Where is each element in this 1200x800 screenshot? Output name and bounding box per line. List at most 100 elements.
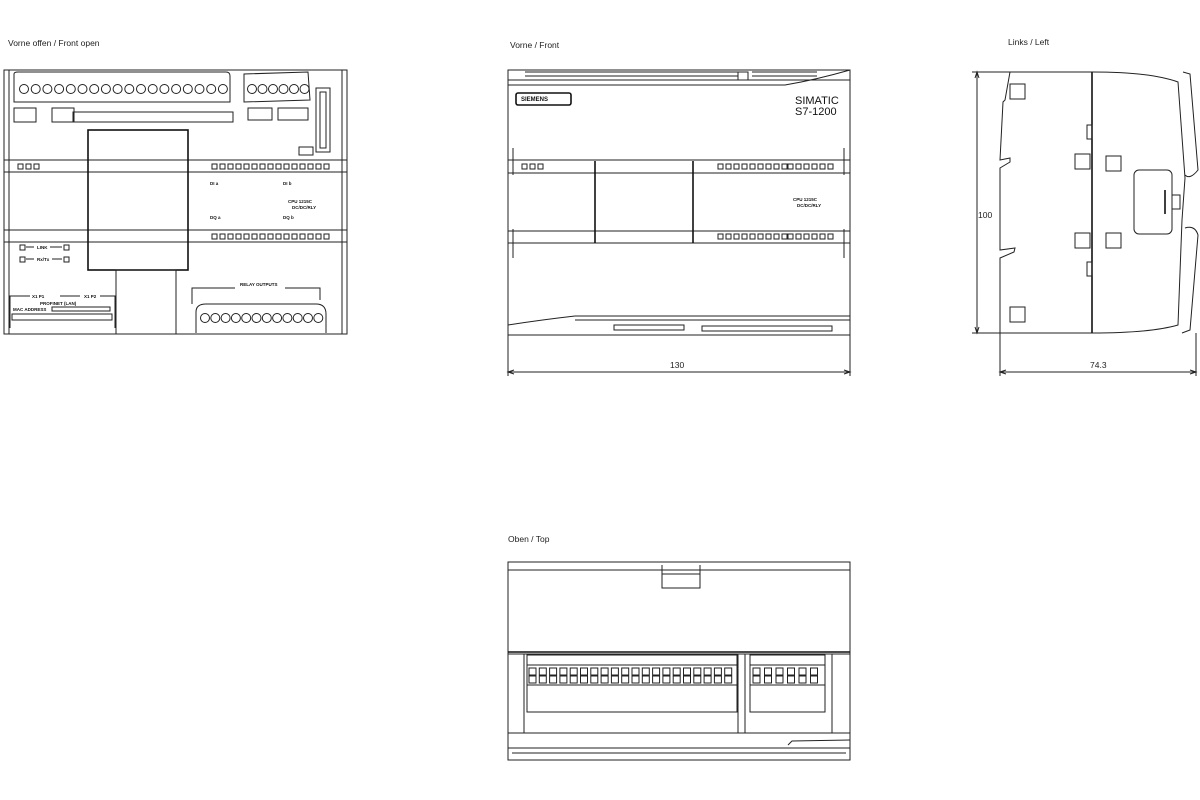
terminal-opening — [683, 675, 691, 684]
terminal-opening — [528, 675, 537, 684]
status-led — [827, 233, 834, 240]
status-led — [803, 233, 810, 240]
terminal-screw — [182, 84, 193, 94]
terminal-opening — [787, 667, 795, 676]
status-led — [323, 233, 330, 240]
status-led — [717, 233, 724, 240]
top-terminal-block-right — [243, 71, 311, 103]
status-led — [795, 163, 802, 170]
terminal-screw — [65, 84, 76, 94]
terminal-screw — [230, 313, 241, 323]
status-led — [811, 163, 818, 170]
status-led — [211, 233, 218, 240]
brand-s7-1200: S7-1200 — [795, 106, 837, 118]
terminal-screw — [147, 84, 158, 94]
dimension-height-label: 100 — [978, 210, 992, 220]
bottom-terminal-block — [195, 303, 327, 333]
status-led — [773, 233, 780, 240]
terminal-opening — [621, 675, 630, 684]
terminal-opening — [764, 675, 772, 684]
terminal-screws-top — [19, 84, 310, 94]
terminal-screw — [159, 84, 170, 94]
relay-outputs-label: RELAY OUTPUTS — [240, 282, 278, 287]
status-led — [795, 233, 802, 240]
terminal-screw — [251, 313, 262, 323]
terminal-opening — [549, 675, 558, 684]
status-led — [765, 163, 772, 170]
terminal-opening — [798, 667, 807, 676]
status-led — [787, 163, 794, 170]
terminal-opening — [724, 667, 733, 676]
terminal-opening — [528, 667, 537, 676]
terminal-opening — [775, 675, 784, 684]
status-led — [781, 163, 788, 170]
terminal-opening — [662, 675, 671, 684]
terminal-opening — [559, 667, 568, 676]
status-led — [773, 163, 780, 170]
terminal-screw — [217, 84, 228, 94]
terminal-opening — [703, 667, 712, 676]
terminal-opening — [580, 667, 588, 676]
terminal-opening — [652, 675, 661, 684]
status-led — [521, 163, 528, 170]
terminal-screw — [313, 313, 324, 323]
terminal-opening — [764, 667, 772, 676]
view-front-open: Vorne offen / Front open CPU 1215C DC/DC… — [3, 38, 348, 335]
top-terminal-block-right — [749, 654, 826, 713]
terminal-opening — [693, 675, 702, 684]
status-led — [781, 233, 788, 240]
terminal-screw — [257, 84, 268, 94]
terminal-screw — [89, 84, 100, 94]
status-led — [283, 163, 290, 170]
terminal-opening — [724, 675, 733, 684]
terminal-opening — [610, 667, 619, 676]
status-led — [299, 233, 306, 240]
x1p2-label: X1 P2 — [84, 294, 97, 299]
brand-simatic: SIMATIC — [795, 95, 839, 107]
terminal-screw — [282, 313, 293, 323]
status-led — [537, 163, 544, 170]
status-led — [259, 163, 266, 170]
status-led — [733, 163, 740, 170]
terminal-opening — [683, 667, 691, 676]
dq-a-label: DQ a — [210, 215, 221, 220]
terminal-opening — [580, 675, 588, 684]
terminal-opening — [549, 667, 558, 676]
terminal-screw — [19, 84, 29, 94]
terminal-screw — [200, 313, 210, 323]
terminal-opening — [693, 667, 702, 676]
rxtx-label: Rx/Tx — [37, 257, 50, 262]
dimension-depth-label: 74.3 — [1090, 360, 1107, 370]
terminal-opening — [713, 667, 722, 676]
terminal-opening — [810, 667, 818, 676]
terminal-opening — [621, 667, 630, 676]
status-led — [811, 233, 818, 240]
status-led — [323, 163, 330, 170]
status-led — [787, 233, 794, 240]
terminal-opening — [787, 675, 795, 684]
view-title-left: Links / Left — [1008, 37, 1050, 47]
terminal-screw — [210, 313, 221, 323]
status-led — [267, 163, 274, 170]
terminal-opening — [590, 675, 599, 684]
terminal-opening — [672, 675, 681, 684]
status-led — [307, 233, 314, 240]
status-led — [275, 163, 282, 170]
terminal-opening — [538, 667, 547, 676]
status-led — [33, 163, 40, 170]
di-b-label: DI b — [283, 181, 292, 186]
cpu-model-label: CPU 1215C — [793, 197, 818, 202]
terminal-opening — [590, 667, 599, 676]
terminal-opening — [652, 667, 661, 676]
view-title-front: Vorne / Front — [510, 40, 560, 50]
terminal-opening — [610, 675, 619, 684]
mac-address-label: MAC ADDRESS — [13, 307, 46, 312]
terminal-screw — [124, 84, 135, 94]
terminal-opening — [662, 667, 671, 676]
top-terminal-block-left — [526, 654, 738, 713]
status-led — [717, 163, 724, 170]
siemens-logo — [515, 92, 572, 106]
terminal-screw — [299, 84, 310, 94]
status-led — [749, 163, 756, 170]
